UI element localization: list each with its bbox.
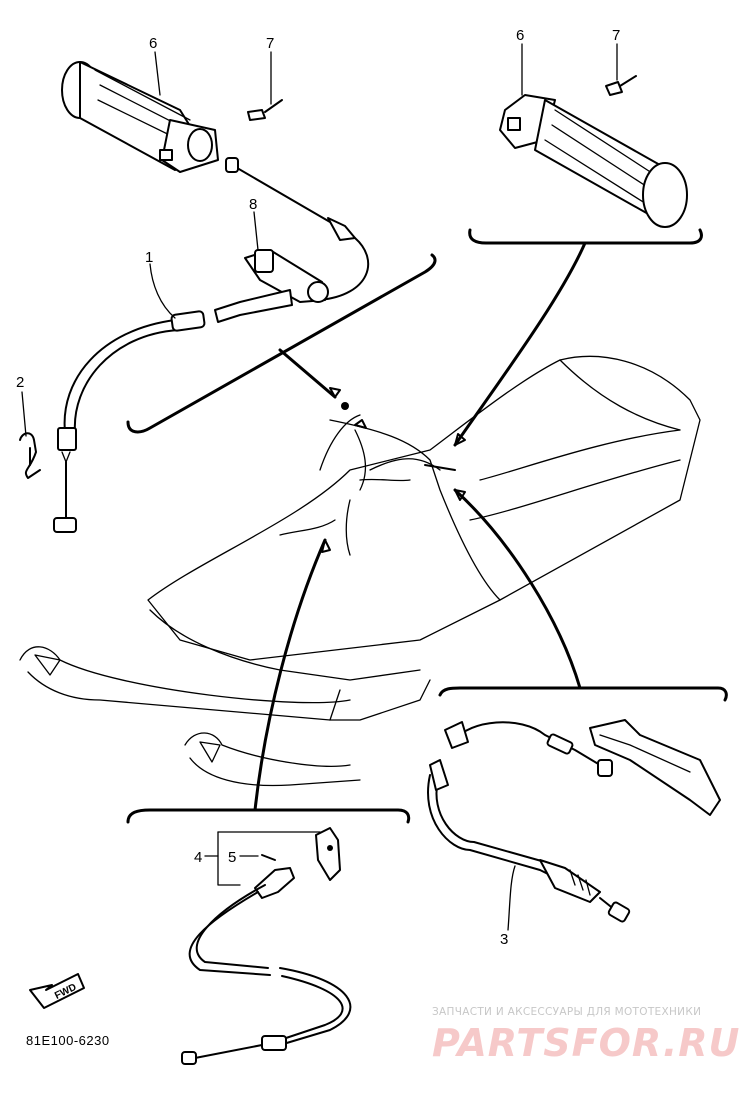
brake-cable-part xyxy=(427,719,721,923)
left-grip-part xyxy=(61,61,370,323)
callout-7-right: 7 xyxy=(612,27,620,44)
right-grip-part xyxy=(499,75,688,228)
callout-1: 1 xyxy=(145,249,153,266)
diagram-code: 81E100-6230 xyxy=(26,1033,110,1048)
cable-clip-part xyxy=(19,432,41,479)
snowmobile-illustration xyxy=(19,355,701,787)
callout-8: 8 xyxy=(249,196,257,213)
callout-2: 2 xyxy=(16,374,24,391)
callout-5: 5 xyxy=(228,849,236,866)
watermark-tagline: ЗАПЧАСТИ И АКСЕССУАРЫ ДЛЯ МОТОТЕХНИКИ xyxy=(432,1006,701,1018)
fwd-arrow-icon: FWD xyxy=(29,973,85,1009)
choke-cable-part xyxy=(181,827,352,1065)
watermark-logo: PARTSFOR.RU xyxy=(432,1021,740,1065)
callout-7-left: 7 xyxy=(266,35,274,52)
callout-4: 4 xyxy=(194,849,202,866)
callout-leaders xyxy=(21,43,618,931)
callout-3: 3 xyxy=(500,931,508,948)
callout-6-left: 6 xyxy=(149,35,157,52)
callout-6-right: 6 xyxy=(516,27,524,44)
group-brackets xyxy=(126,228,728,824)
throttle-cable-part xyxy=(53,310,206,533)
